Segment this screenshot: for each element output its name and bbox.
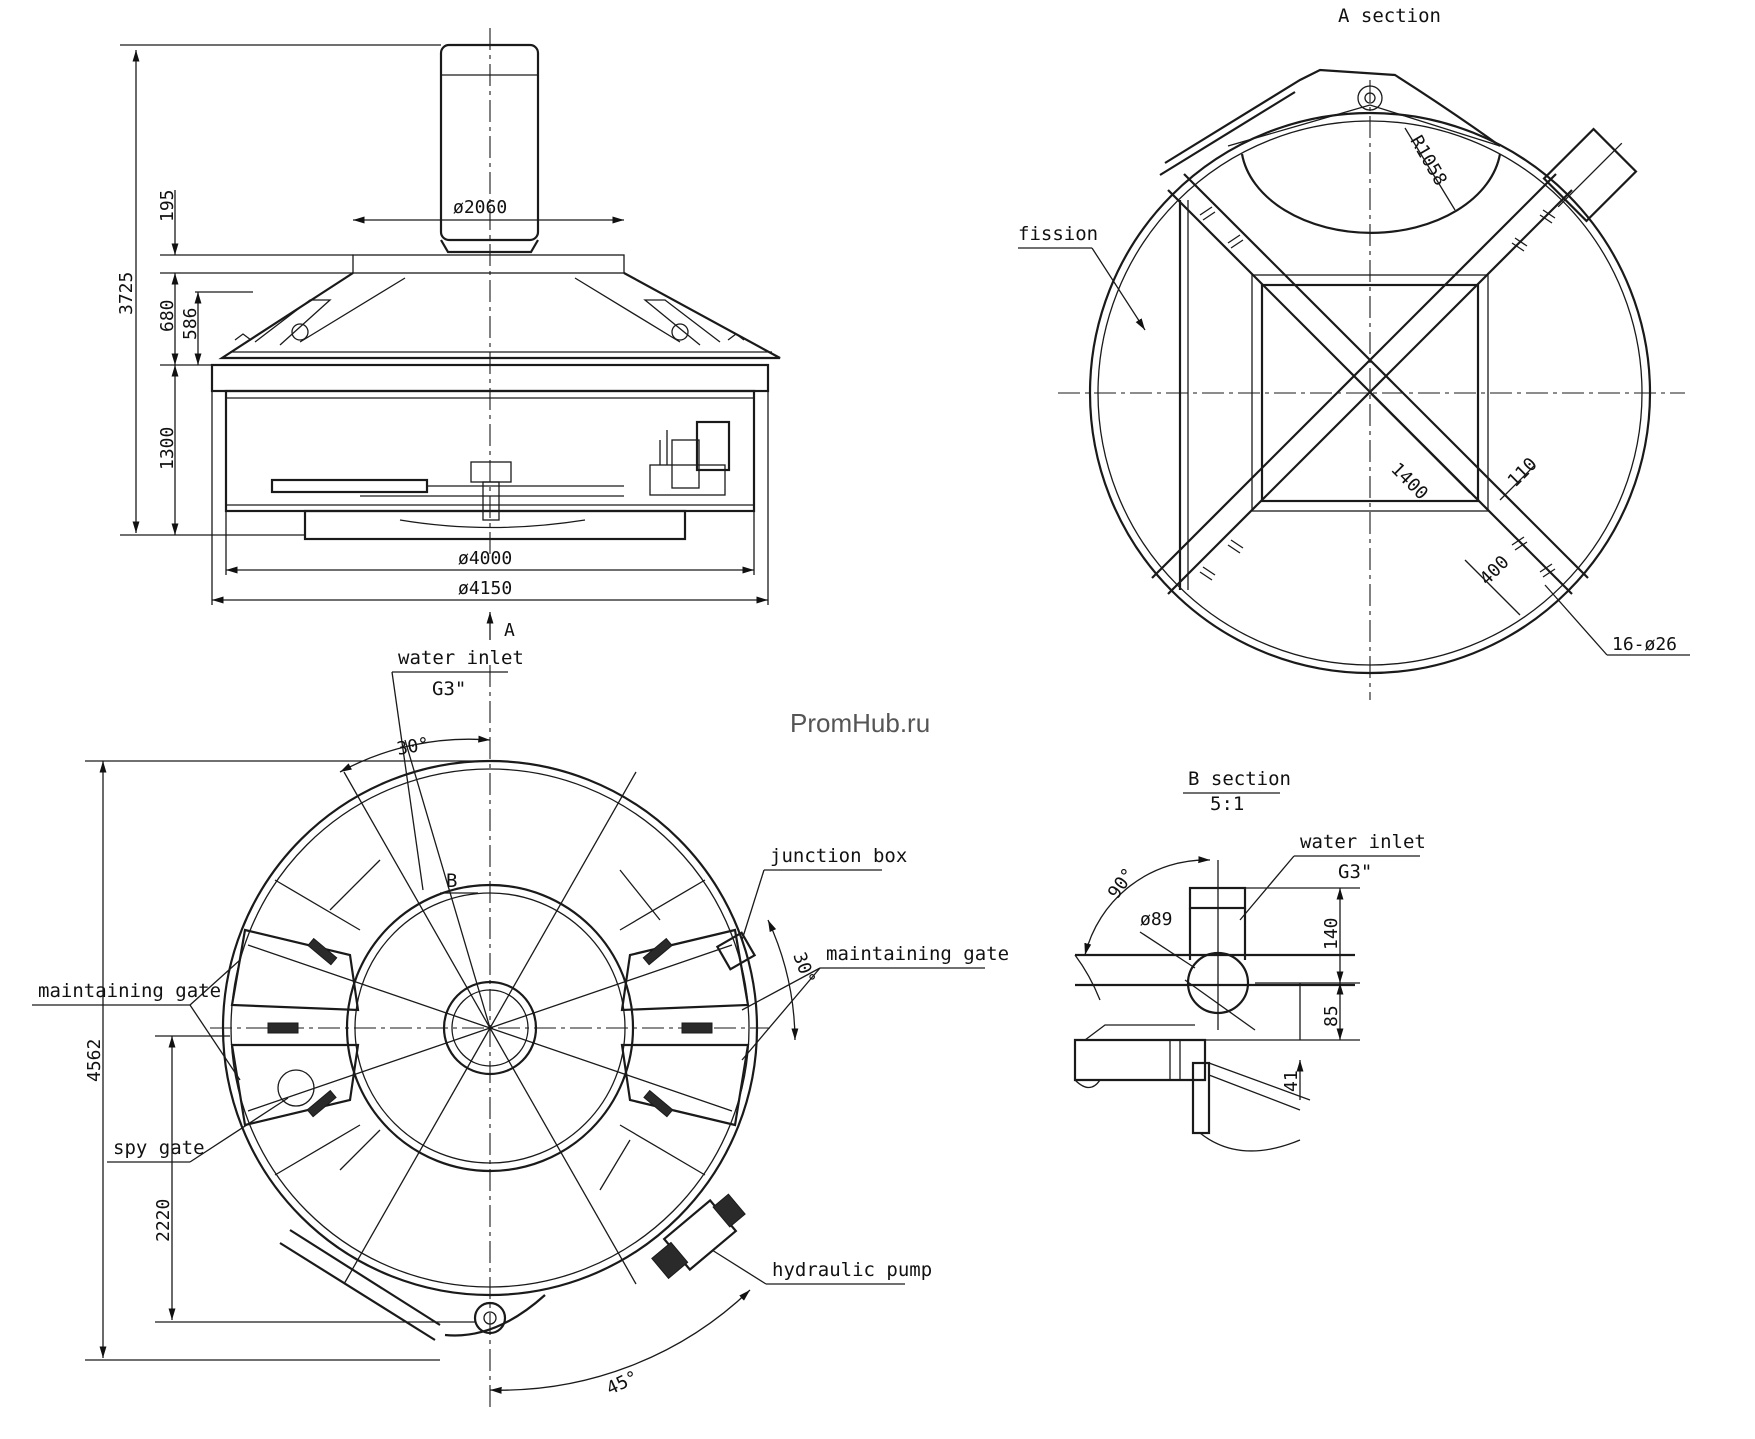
dim-2220: 2220 xyxy=(153,1199,174,1242)
b-bottom-plate xyxy=(1073,1038,1207,1082)
top-view: water inlet G3" 30° B junction box 30° m… xyxy=(32,647,1009,1410)
a-section-hinge xyxy=(1357,85,1383,111)
junction-box xyxy=(715,931,757,971)
angle-45: 45° xyxy=(603,1367,641,1400)
hydraulic-pump xyxy=(651,1193,746,1280)
b-section-scale: 5:1 xyxy=(1210,793,1244,815)
water-inlet-label: water inlet xyxy=(398,647,524,669)
hydraulic-pump-label: hydraulic pump xyxy=(772,1259,932,1281)
mixer-cover xyxy=(218,272,781,360)
b-section-title: B section xyxy=(1188,768,1291,790)
angle-30-right: 30° xyxy=(788,950,819,988)
dim-4562: 4562 xyxy=(84,1039,105,1082)
dim-dia-4000: ø4000 xyxy=(458,548,512,569)
dim-586: 586 xyxy=(180,307,201,340)
fission-label: fission xyxy=(1018,223,1098,245)
dim-3725: 3725 xyxy=(116,272,137,315)
section-arrow-a: A xyxy=(504,620,515,641)
a-section-cross-beams xyxy=(1151,173,1589,595)
spy-gate-circle xyxy=(277,1069,315,1107)
dim-400: 400 xyxy=(1476,552,1514,590)
b-water-inlet-size: G3" xyxy=(1338,861,1372,883)
stirrer-arm xyxy=(270,478,429,494)
b-plate-lines xyxy=(1075,953,1355,987)
a-section-bolt-marks xyxy=(1199,206,1556,581)
b-section-view: B section 5:1 water inlet G3" 90° ø89 xyxy=(1073,768,1426,1152)
dim-195: 195 xyxy=(157,189,178,222)
maintaining-gate-left-label: maintaining gate xyxy=(38,980,221,1002)
dim-1400: 1400 xyxy=(1386,459,1432,505)
b-water-inlet-label: water inlet xyxy=(1300,831,1426,853)
angle-90: 90° xyxy=(1104,864,1140,903)
dim-1300: 1300 xyxy=(157,427,178,470)
a-section-hopper-arc xyxy=(1240,153,1502,234)
a-section-stub-pipe xyxy=(1542,127,1638,223)
pump-motor xyxy=(695,420,731,472)
top-view-radial-lines xyxy=(247,739,733,1285)
drum-base xyxy=(303,509,687,541)
dim-140: 140 xyxy=(1321,917,1342,950)
a-section-title: A section xyxy=(1338,5,1441,27)
a-section-view: A section xyxy=(1018,5,1690,700)
dim-41: 41 xyxy=(1281,1070,1302,1092)
hydraulic-cylinders xyxy=(267,937,713,1118)
b-mark: B xyxy=(446,870,457,892)
water-inlet-size: G3" xyxy=(432,678,466,700)
dim-680: 680 xyxy=(157,299,178,332)
holes-16-dia-26: 16-ø26 xyxy=(1612,634,1677,655)
stirrer-rods xyxy=(329,859,661,1191)
dia-89: ø89 xyxy=(1140,909,1173,930)
watermark: PromHub.ru xyxy=(790,708,930,738)
a-section-inner-square xyxy=(1260,283,1480,503)
maintaining-gate-right-label: maintaining gate xyxy=(826,943,1009,965)
dim-85: 85 xyxy=(1321,1005,1342,1027)
front-view: 3725 195 680 586 1300 ø2060 ø4000 ø4150 … xyxy=(116,28,781,641)
junction-box-label: junction box xyxy=(770,845,907,867)
dim-dia-4150: ø4150 xyxy=(458,578,512,599)
angle-30-top: 30° xyxy=(395,734,431,760)
dim-dia-2060: ø2060 xyxy=(453,197,507,218)
spy-gate-label: spy gate xyxy=(113,1137,205,1159)
dim-110: 110 xyxy=(1504,454,1542,492)
